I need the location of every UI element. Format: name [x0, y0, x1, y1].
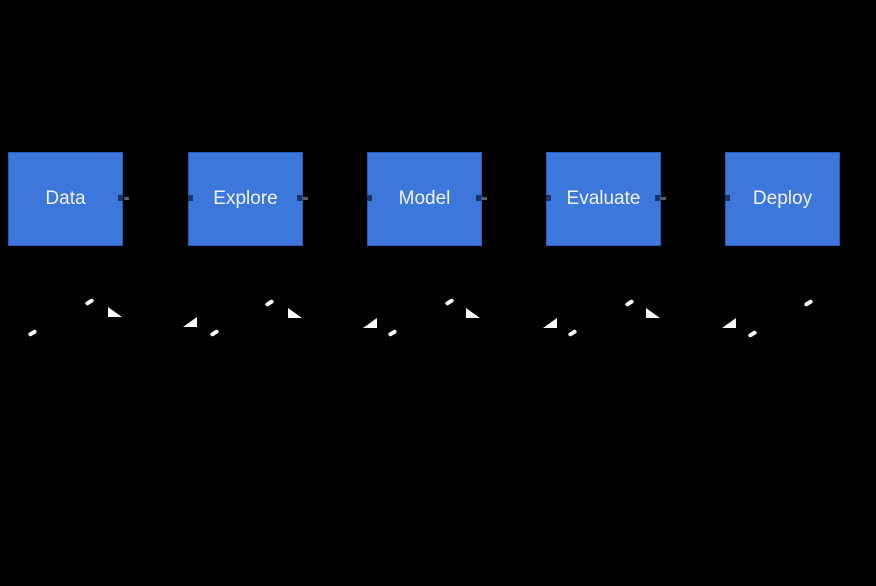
edge-notch-icon	[725, 195, 730, 201]
edge-tick-icon	[209, 328, 220, 338]
edge-notch-icon	[188, 195, 193, 201]
arrowhead-right-icon	[363, 318, 377, 328]
node-explore: Explore	[188, 152, 303, 246]
arrowhead-left-icon	[288, 308, 302, 318]
node-model-label: Model	[398, 188, 451, 209]
arrowhead-left-icon	[466, 308, 480, 318]
arrowhead-left-icon	[108, 307, 122, 317]
edge-tick-icon	[387, 328, 398, 338]
node-data: Data	[8, 152, 123, 246]
edge-tick-icon	[264, 298, 275, 308]
node-deploy-label: Deploy	[752, 188, 813, 209]
edge-tick-icon	[567, 328, 578, 338]
node-deploy: Deploy	[725, 152, 840, 246]
edge-tick-icon	[624, 298, 635, 308]
edge-tick-icon	[803, 298, 814, 308]
arrowhead-right-icon	[543, 318, 557, 328]
edge-notch-icon	[546, 195, 551, 201]
edge-tick-icon	[444, 297, 455, 307]
edge-tick-icon	[84, 297, 95, 307]
edge-notch-icon	[118, 195, 123, 201]
node-evaluate: Evaluate	[546, 152, 661, 246]
edge-notch-icon	[476, 195, 481, 201]
edge-stub-icon	[124, 197, 129, 200]
arrowhead-right-icon	[722, 318, 736, 328]
edge-tick-icon	[747, 329, 758, 339]
node-evaluate-label: Evaluate	[566, 188, 641, 209]
arrowhead-right-icon	[183, 317, 197, 327]
node-explore-label: Explore	[213, 188, 278, 209]
edge-tick-icon	[27, 328, 38, 338]
edge-notch-icon	[297, 195, 302, 201]
node-model: Model	[367, 152, 482, 246]
node-data-label: Data	[45, 188, 86, 209]
edge-stub-icon	[661, 197, 666, 200]
edge-notch-icon	[367, 195, 372, 201]
edge-stub-icon	[482, 197, 487, 200]
edge-stub-icon	[303, 197, 308, 200]
edge-notch-icon	[655, 195, 660, 201]
arrowhead-left-icon	[646, 308, 660, 318]
